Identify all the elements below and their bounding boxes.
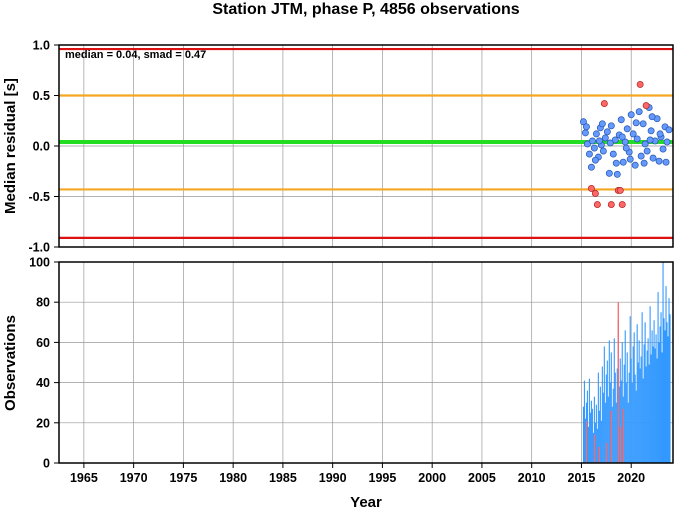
residual-plot-frame	[58, 44, 674, 248]
residual-point	[588, 137, 596, 145]
residual-point	[632, 119, 640, 127]
stats-annotation: median = 0.04, smad = 0.47	[65, 49, 206, 61]
residual-point	[583, 140, 591, 148]
x-tick-label: 1965	[70, 471, 98, 485]
residual-point	[585, 150, 593, 158]
residual-point	[649, 154, 657, 162]
residual-point	[637, 152, 645, 160]
residual-panel: -1.0 -0.5 0.0 0.5 1.0 median = 0.04, smad = …	[2, 39, 674, 255]
residual-point	[647, 127, 655, 135]
residual-point	[648, 113, 656, 121]
year-x-ticks: 1965 1970 1975 1980 1985 1990 1995 2000 2005 2010…	[70, 463, 645, 485]
residual-y-tick-label: -1.0	[28, 241, 50, 255]
residual-point	[579, 118, 587, 126]
observations-y-tick-label: 60	[36, 336, 50, 350]
residual-point	[598, 120, 606, 128]
residual-point	[616, 186, 624, 194]
residual-y-ticks: -1.0 -0.5 0.0 0.5 1.0	[28, 39, 59, 255]
x-tick-label: 1990	[319, 471, 347, 485]
residual-reference-lines	[59, 47, 673, 240]
residual-point	[619, 158, 627, 166]
residual-point	[611, 136, 619, 144]
residual-point	[639, 120, 647, 128]
observations-y-tick-label: 0	[43, 457, 50, 471]
residual-point	[612, 159, 620, 167]
x-tick-label: 2020	[617, 471, 645, 485]
x-tick-label: 2010	[518, 471, 546, 485]
residual-point	[590, 144, 598, 152]
residual-point	[581, 129, 589, 137]
residual-point	[607, 122, 615, 130]
observations-y-axis-label: Observations	[2, 315, 19, 411]
residual-point	[582, 123, 590, 131]
residual-point	[617, 116, 625, 124]
residual-y-tick-label: 0.0	[33, 140, 50, 154]
residual-point	[665, 126, 673, 134]
residual-point	[636, 80, 644, 88]
residual-point	[622, 144, 630, 152]
residual-point	[595, 137, 603, 145]
residual-point	[609, 150, 617, 158]
residual-point	[626, 155, 634, 163]
x-tick-label: 1970	[120, 471, 148, 485]
x-tick-label: 1980	[219, 471, 247, 485]
residual-point	[600, 100, 608, 108]
residual-point	[591, 190, 599, 197]
residual-points	[579, 80, 673, 209]
residual-point	[605, 169, 613, 177]
x-tick-label: 1995	[369, 471, 397, 485]
residual-point	[629, 130, 637, 138]
residual-point	[635, 108, 643, 116]
observations-y-tick-label: 20	[36, 416, 50, 430]
observations-plot-area	[59, 262, 673, 463]
residual-point	[662, 158, 670, 166]
observations-y-tick-label: 100	[29, 256, 50, 270]
observations-plot-frame	[58, 261, 674, 464]
residual-point	[663, 138, 671, 146]
residual-point	[601, 134, 609, 142]
residual-point	[593, 201, 601, 209]
residual-point	[606, 139, 614, 147]
residual-point	[656, 130, 664, 138]
residual-point	[631, 161, 639, 169]
observations-bars	[582, 262, 671, 463]
residual-point	[592, 130, 600, 138]
x-tick-label: 1975	[169, 471, 197, 485]
residual-point	[642, 102, 650, 110]
observations-y-tick-label: 80	[36, 296, 50, 310]
observations-y-tick-label: 40	[36, 376, 50, 390]
x-tick-label: 2015	[568, 471, 596, 485]
residual-point	[655, 157, 663, 165]
residual-point	[646, 136, 654, 144]
x-tick-label: 2000	[418, 471, 446, 485]
residual-point	[599, 147, 607, 155]
residual-point	[618, 133, 626, 141]
x-tick-label: 2005	[468, 471, 496, 485]
residual-point	[633, 135, 641, 143]
x-tick-label: 1985	[269, 471, 297, 485]
residual-y-tick-label: -0.5	[28, 190, 50, 204]
residual-y-axis-label: Median residual [s]	[2, 78, 19, 214]
residual-point	[640, 159, 648, 167]
residual-point	[587, 163, 595, 171]
residual-point	[618, 201, 626, 209]
chart-title: Station JTM, phase P, 4856 observations	[212, 1, 519, 18]
residual-y-tick-label: 1.0	[33, 39, 50, 53]
residual-point	[591, 156, 599, 164]
residual-point	[623, 125, 631, 133]
residual-point	[627, 111, 635, 119]
residual-point	[641, 140, 649, 148]
residual-y-tick-label: 0.5	[33, 89, 50, 103]
residual-point	[659, 145, 667, 153]
residual-point	[607, 201, 615, 209]
residual-point	[643, 147, 651, 155]
residual-point	[613, 170, 621, 178]
residual-point	[603, 128, 611, 136]
observations-panel: 0 20 40 60 80 100 1965 1970 1975 1980 1985 1990 199…	[2, 256, 674, 511]
x-axis-label: Year	[350, 494, 382, 511]
observations-y-ticks: 0 20 40 60 80 100	[29, 256, 59, 471]
residual-point	[587, 184, 595, 192]
